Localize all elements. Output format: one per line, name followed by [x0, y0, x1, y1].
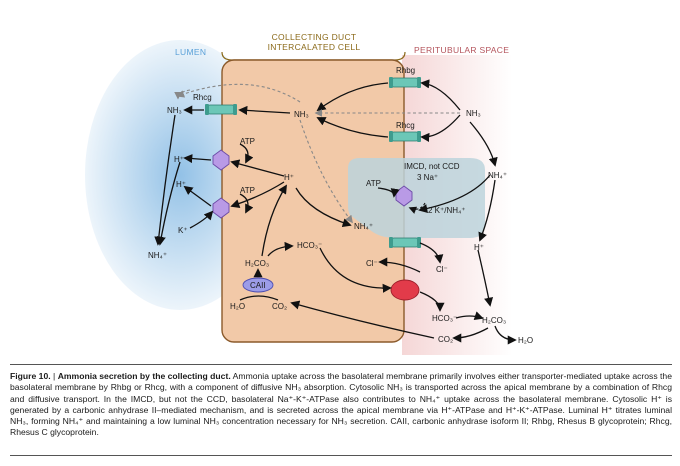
peritubular-title: PERITUBULAR SPACE — [414, 45, 509, 55]
arrow-diffusive-nh3-apical — [176, 83, 301, 103]
label-co2-cell: CO₂ — [272, 302, 287, 311]
arrow-cell-h-to-pumps — [230, 159, 285, 177]
arrow-cell-nh4-from-h — [295, 187, 352, 228]
arrow-h-to-nh4 — [156, 161, 181, 246]
rhcg-basolateral-transporter — [389, 131, 421, 142]
arrow-h-to-h2co3 — [477, 249, 494, 307]
arrow-atp-hydrolysis-1 — [239, 143, 254, 164]
arrow-h2co3-to-co2-h2o — [494, 325, 517, 345]
chloride-channel — [389, 237, 421, 248]
imcd-region-box — [348, 158, 485, 238]
arrow-hk-atpase-out — [183, 185, 212, 207]
label-h2o-cell: H₂O — [230, 302, 245, 311]
caption-bottom-rule — [10, 455, 672, 456]
arrow-co2-to-cell — [290, 300, 435, 339]
arrow-rhcg-baso-to-cell — [316, 117, 389, 138]
arrow-cell-nh3-to-rhcg — [238, 105, 291, 115]
label-rhbg: Rhbg — [396, 66, 415, 75]
label-nh4-cell: NH₄⁺ — [354, 222, 373, 231]
figure-title: Ammonia secretion by the collecting duct… — [57, 371, 231, 381]
label-atp-apical1: ATP — [240, 137, 255, 146]
label-co2-peri: CO₂ — [438, 335, 453, 344]
rhbg-basolateral-transporter — [389, 77, 421, 88]
label-h-lumen1: H⁺ — [174, 155, 184, 164]
arrow-k-in — [189, 210, 214, 229]
arrow-peri-nh3-to-rhcg — [420, 114, 461, 142]
label-cl-cell: Cl⁻ — [366, 259, 378, 268]
label-caii: CAII — [250, 281, 266, 290]
arrow-nh3-to-nh4-cell — [299, 119, 353, 224]
arrow-rhbg-to-cell — [316, 82, 389, 112]
label-h2co3-peri: H₂CO₃ — [482, 316, 506, 325]
caii-enzyme — [242, 277, 274, 293]
label-hco3-cell: HCO₃⁻ — [297, 241, 322, 250]
figure-number: Figure 10. — [10, 371, 51, 381]
h-atpase-hexagon — [212, 149, 230, 171]
arrow-cl-in — [378, 257, 421, 273]
label-nh4-peri: NH₄⁺ — [488, 171, 507, 180]
label-nh4-lumen: NH₄⁺ — [148, 251, 167, 260]
arrow-lumen-to-nh4 — [154, 114, 176, 246]
figure-caption: Figure 10. | Ammonia secretion by the co… — [10, 371, 672, 438]
label-atp-baso: ATP — [366, 179, 381, 188]
arrow-h2co3-to-hco3 — [267, 241, 294, 257]
label-h-lumen2: H⁺ — [176, 180, 186, 189]
arrow-h2co3-to-co2 — [452, 327, 489, 343]
label-atp-apical2: ATP — [240, 186, 255, 195]
label-cl-peri: Cl⁻ — [436, 265, 448, 274]
figure-caption-body: Ammonia uptake across the basolateral me… — [10, 371, 672, 438]
cell-title-line2: INTERCALATED CELL — [268, 42, 361, 52]
label-h-peri: H⁺ — [474, 243, 484, 252]
arrow-hco3-to-exchanger — [319, 247, 392, 293]
arrow-nh3-to-nh4-peri — [469, 121, 498, 167]
label-rhcg-apical: Rhcg — [193, 93, 212, 102]
label-rhcg-baso: Rhcg — [396, 121, 415, 130]
arrow-lumen-dash-top — [174, 89, 191, 100]
label-h-cell: H⁺ — [284, 173, 294, 182]
arrow-h-atpase-out — [183, 154, 212, 164]
lumen-title: LUMEN — [175, 47, 206, 57]
label-h2o-peri: H₂O — [518, 336, 533, 345]
label-k-lumen: K⁺ — [178, 226, 188, 235]
cell-top-bracket — [221, 51, 406, 61]
rhcg-apical-transporter — [205, 104, 237, 115]
arrow-exchanger-hco3-out — [419, 291, 445, 312]
arrow-peri-nh3-to-rhbg — [420, 79, 461, 111]
label-nh3-lumen: NH₃ — [167, 106, 182, 115]
arrow-peri-nh4-to-h — [478, 179, 496, 242]
arrow-atp-baso — [377, 187, 400, 198]
na-k-atpase-hexagon — [395, 185, 413, 207]
cell-title-line1: COLLECTING DUCT — [272, 32, 357, 42]
caption-top-rule — [10, 364, 672, 365]
cl-hco3-exchanger — [390, 279, 420, 301]
label-k-nh4: 2 K⁺/NH₄⁺ — [428, 206, 466, 215]
arrow-h2co3-to-h — [261, 184, 287, 257]
arrow-cell-h-to-pumps2 — [230, 181, 285, 209]
imcd-label-line1: IMCD, not CCD — [404, 162, 460, 171]
label-nh3-peri: NH₃ — [466, 109, 481, 118]
imcd-label-line2: 3 Na⁺ — [417, 173, 438, 182]
ammonia-secretion-diagram: LUMEN COLLECTING DUCT INTERCALATED CELL … — [85, 32, 533, 355]
label-nh3-cell: NH₃ — [294, 110, 309, 119]
arrow-h2o-co2-to-caii — [239, 295, 279, 301]
arrow-atp-hydrolysis-2 — [239, 193, 254, 214]
label-h2co3-cell: H₂CO₃ — [245, 259, 269, 268]
arrow-cl-channel-recycle — [419, 242, 444, 264]
arrow-hco3-to-h2co3 — [455, 311, 484, 321]
arrow-nh4-peri-to-atpase — [418, 174, 491, 214]
label-hco3-peri: HCO₃⁻ — [432, 314, 457, 323]
